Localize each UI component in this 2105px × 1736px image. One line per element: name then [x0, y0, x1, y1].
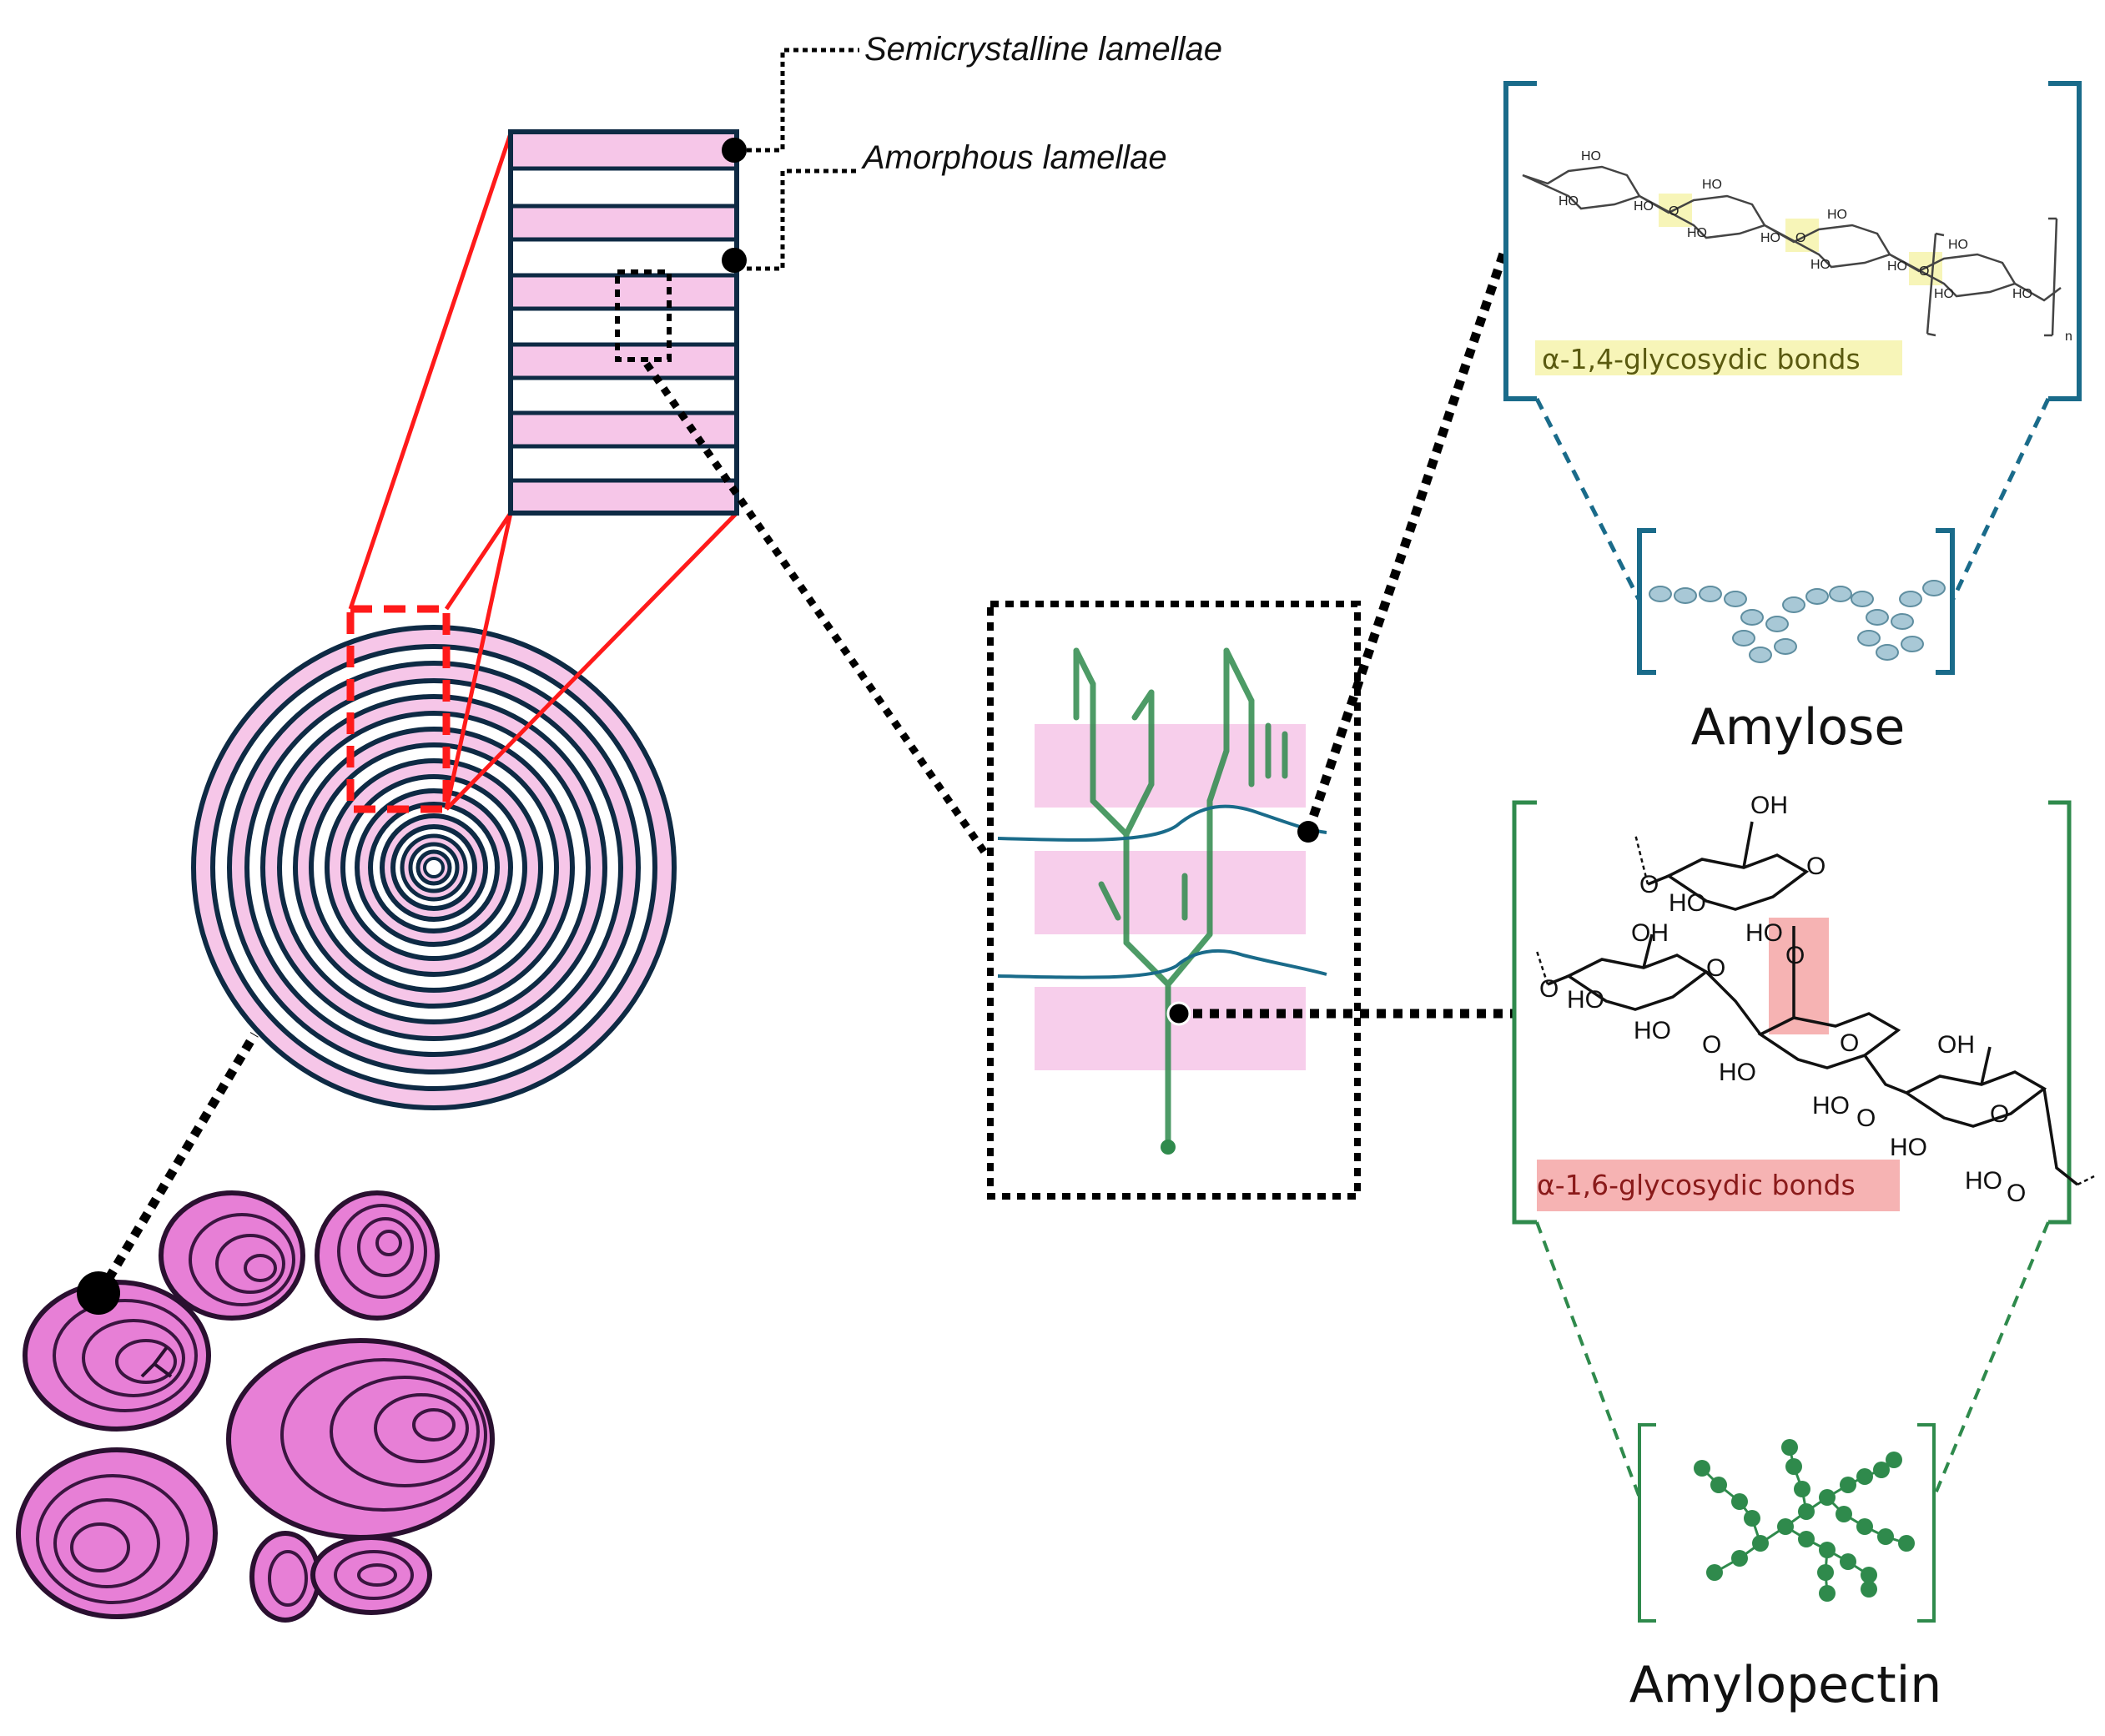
amylopectin-ho-4: HO — [1634, 1017, 1671, 1044]
amylose-mini-brackets — [1637, 528, 1955, 675]
granule-2 — [159, 1190, 305, 1321]
amorphous-label: Amorphous lamellae — [861, 139, 1167, 176]
amylopectin-o-6: O — [1840, 1029, 1859, 1057]
cluster-chain-curves — [997, 804, 1327, 979]
lamellae-callouts — [722, 48, 859, 273]
amylose-repeat-n: n — [2065, 330, 2072, 344]
granule-7 — [310, 1535, 432, 1615]
bond16-linkage-highlight — [1769, 918, 1829, 1034]
amylopectin-structure — [1547, 821, 2079, 1186]
amylopectin-ho-8: HO — [1965, 1167, 2002, 1195]
amylose-ho-3: HO — [1634, 199, 1654, 214]
amylose-title: Amylose — [1691, 698, 1906, 757]
amylopectin-o-9: O — [2007, 1180, 2026, 1207]
amylopectin-oh-3: OH — [1937, 1031, 1975, 1059]
amylopectin-ho-5: HO — [1719, 1059, 1756, 1086]
amylopectin-o-5: O — [1702, 1031, 1721, 1059]
amylopectin-o-7: O — [1856, 1104, 1876, 1132]
connector-granule-to-rings — [96, 1032, 259, 1296]
amylose-ho-10: HO — [1948, 238, 1968, 252]
amylopectin-ho-2: HO — [1745, 919, 1783, 947]
amylose-structure: HO HO HO HO HO HO HO HO HO HO HO HO O O … — [1522, 149, 2072, 344]
amylose-ho-6: HO — [1760, 231, 1780, 245]
amylose-o-1: O — [1669, 204, 1679, 219]
amylopectin-o-4: O — [1706, 954, 1725, 982]
amylose-ho-11: HO — [1934, 287, 1954, 301]
cluster-root-dot — [1161, 1140, 1176, 1155]
amylopectin-mini-brackets — [1638, 1423, 1936, 1623]
connector-cluster-to-amylose — [1303, 247, 1510, 833]
growth-rings — [191, 625, 677, 1110]
amylose-ho-5: HO — [1687, 226, 1707, 240]
amylopectin-o-2: O — [1806, 853, 1826, 880]
amylose-o-2: O — [1795, 231, 1805, 245]
zoom-lines-red — [348, 133, 738, 811]
amylose-brackets — [1503, 81, 2082, 401]
granule-1 — [23, 1280, 211, 1432]
amylopectin-zoom-lines — [1535, 1221, 2050, 1498]
bond14-label: α-1,4-glycosydic bonds — [1542, 343, 1861, 375]
bond14-highlight — [1535, 340, 1902, 375]
amylopectin-ho-6: HO — [1812, 1092, 1850, 1120]
amylopectin-oh-1: OH — [1750, 792, 1788, 819]
granule-4 — [226, 1338, 495, 1540]
granule-5 — [16, 1447, 218, 1619]
amylopectin-ho-7: HO — [1890, 1134, 1927, 1161]
lamellae-stack — [508, 129, 739, 516]
amylose-ho-1: HO — [1581, 149, 1601, 164]
amylopectin-o-linkage: O — [1785, 942, 1805, 969]
amylopectin-marker-dot — [1166, 1001, 1191, 1026]
granule-6 — [249, 1531, 321, 1623]
amylopectin-o-8: O — [1990, 1100, 2009, 1128]
amylopectin-o-3: O — [1539, 975, 1559, 1003]
amylopectin-o-1: O — [1639, 871, 1659, 898]
amylose-chain-icon — [1649, 580, 1946, 663]
amylose-ho-2: HO — [1559, 194, 1579, 209]
semicrystalline-label: Semicrystalline lamellae — [864, 31, 1222, 68]
amylopectin-brackets — [1512, 800, 2072, 1225]
amylose-ho-7: HO — [1827, 208, 1847, 222]
zoom-box-rings — [346, 605, 451, 813]
amylopectin-title: Amylopectin — [1629, 1656, 1942, 1714]
amylopectin-dashed-ends — [1535, 833, 2095, 1186]
amylopectin-ho-1: HO — [1669, 889, 1706, 917]
bond16-label: α-1,6-glycosydic bonds — [1537, 1169, 1856, 1201]
granule-3 — [315, 1190, 440, 1321]
zoom-box-lamellae — [615, 269, 672, 362]
starch-granules-icon — [16, 1190, 495, 1623]
amylopectin-ho-3: HO — [1567, 986, 1604, 1014]
connector-lamellae-to-cluster — [643, 361, 990, 858]
amylose-ho-8: HO — [1810, 258, 1831, 272]
amylose-o-3: O — [1919, 264, 1929, 279]
amylopectin-tree-icon — [1694, 1439, 1915, 1602]
amylose-ho-9: HO — [1887, 259, 1907, 274]
bond16-highlight — [1537, 1160, 1900, 1211]
amylose-ho-12: HO — [2012, 287, 2032, 301]
amylopectin-oh-2: OH — [1631, 919, 1669, 947]
amylose-ho-4: HO — [1702, 178, 1722, 192]
granule-marker-dot — [77, 1271, 120, 1315]
amylose-zoom-lines — [1534, 397, 2051, 602]
